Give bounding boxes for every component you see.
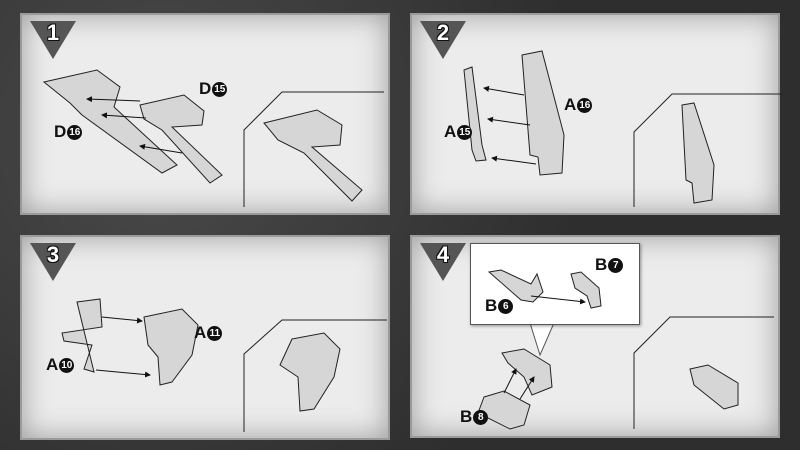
assembly-drawing [42, 69, 384, 207]
step-badge: 4 [420, 241, 466, 281]
callout-drawing [487, 269, 602, 309]
triangle-badge-icon [30, 21, 76, 59]
triangle-badge-icon [30, 243, 76, 281]
triangle-badge-icon [420, 21, 466, 59]
step-badge: 1 [30, 19, 76, 59]
assembly-drawing [477, 316, 774, 430]
step-badge: 3 [30, 241, 76, 281]
assembly-drawing [463, 50, 782, 207]
assembly-drawing [61, 298, 387, 432]
triangle-badge-icon [420, 243, 466, 281]
step-badge: 2 [420, 19, 466, 59]
